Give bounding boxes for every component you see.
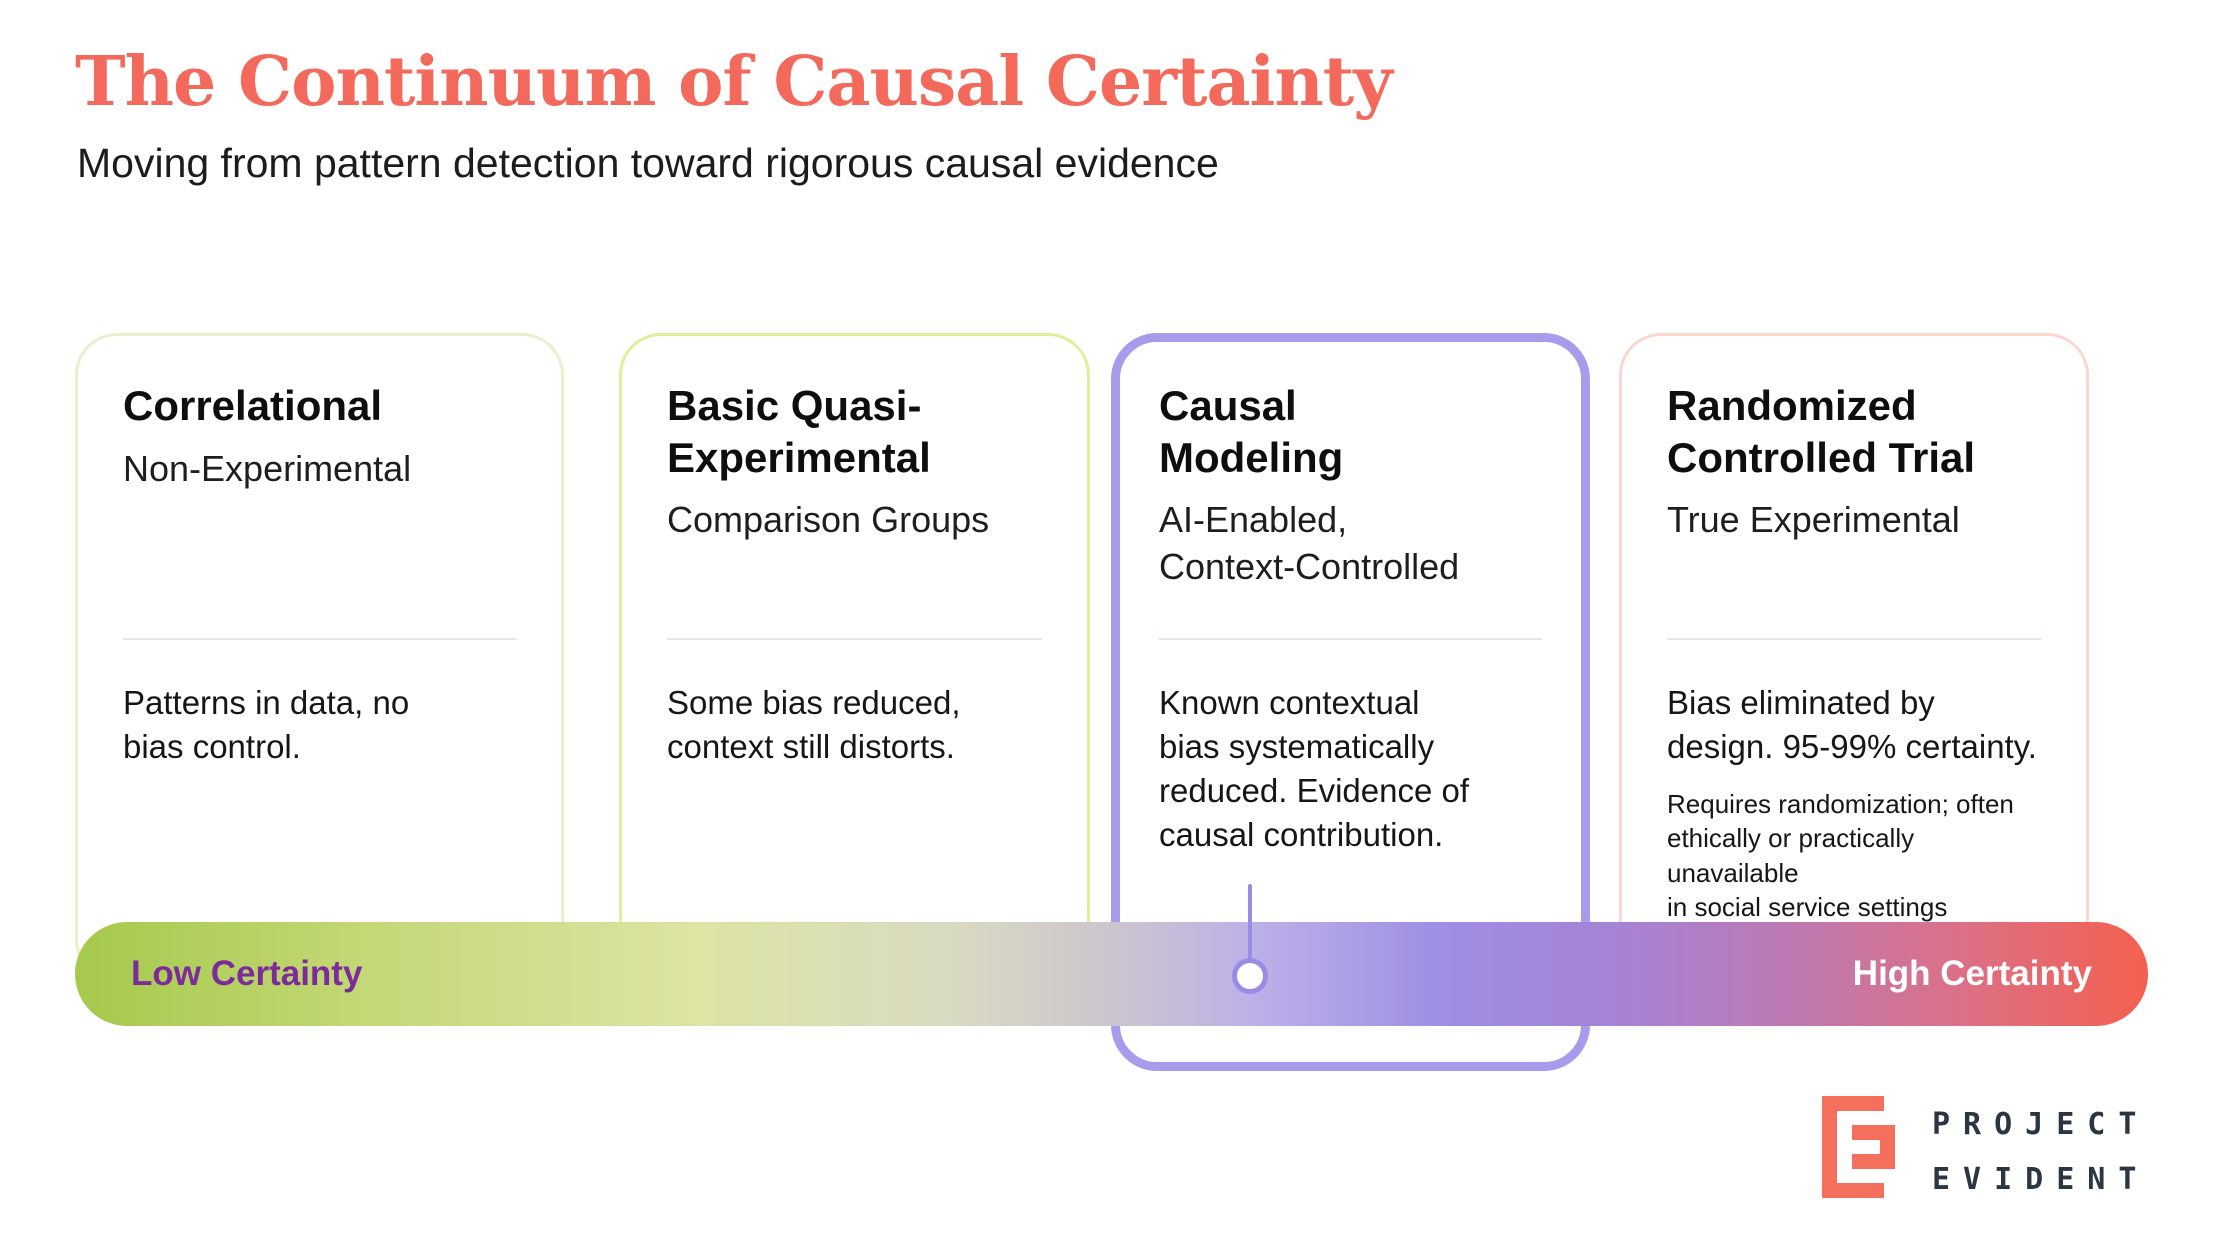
logo-e-mark-icon	[1822, 1096, 1895, 1198]
high-certainty-label: High Certainty	[1852, 954, 2092, 993]
card-description: Patterns in data, no bias control.	[123, 684, 410, 765]
card-subtitle: Comparison Groups	[667, 499, 990, 541]
card-title: Basic Quasi- Experimental	[667, 382, 931, 481]
card-body: Patterns in data, no bias control.	[123, 681, 523, 769]
certainty-gradient-bar: Low Certainty High Certainty	[75, 922, 2148, 1026]
card-randomized-controlled-trial: Randomized Controlled Trial True Experim…	[1619, 333, 2089, 981]
card-title: Correlational	[123, 382, 383, 429]
card-body: Known contextual bias systematically red…	[1159, 681, 1549, 857]
marker-connector-line	[1248, 884, 1252, 962]
card-title: Causal Modeling	[1159, 382, 1344, 481]
card-subtitle: Non-Experimental	[123, 447, 412, 489]
card-basic-quasi-experimental: Basic Quasi- Experimental Comparison Gro…	[619, 333, 1090, 981]
card-body: Bias eliminated by design. 95-99% certai…	[1667, 681, 2048, 925]
logo-text-line1: PROJECT	[1932, 1107, 2150, 1142]
logo-text-line2: EVIDENT	[1932, 1161, 2150, 1197]
low-certainty-label: Low Certainty	[131, 954, 363, 993]
marker-position-dot	[1232, 958, 1268, 994]
page-subtitle: Moving from pattern detection toward rig…	[77, 140, 1219, 186]
card-subtitle: AI-Enabled, Context-Controlled	[1159, 499, 1460, 588]
card-divider	[123, 638, 516, 640]
card-title: Randomized Controlled Trial	[1667, 382, 1976, 481]
card-description: Bias eliminated by design. 95-99% certai…	[1667, 684, 2037, 765]
page-title: The Continuum of Causal Certainty	[75, 42, 1393, 122]
card-body: Some bias reduced, context still distort…	[667, 681, 1049, 769]
card-divider	[1159, 638, 1542, 640]
card-divider	[1667, 638, 2041, 640]
card-subtitle: True Experimental	[1667, 499, 1960, 541]
card-caveat-note: Requires randomization; often ethically …	[1667, 788, 2014, 923]
card-correlational: Correlational Non-Experimental Patterns …	[75, 333, 564, 981]
card-description: Known contextual bias systematically red…	[1159, 684, 1470, 853]
project-evident-logo: PROJECT EVIDENT	[1822, 1096, 2149, 1208]
card-divider	[667, 638, 1042, 640]
logo-mark-shapes	[1822, 1096, 1895, 1198]
card-description: Some bias reduced, context still distort…	[667, 684, 961, 765]
logo-wordmark: PROJECT EVIDENT	[1932, 1098, 2149, 1208]
